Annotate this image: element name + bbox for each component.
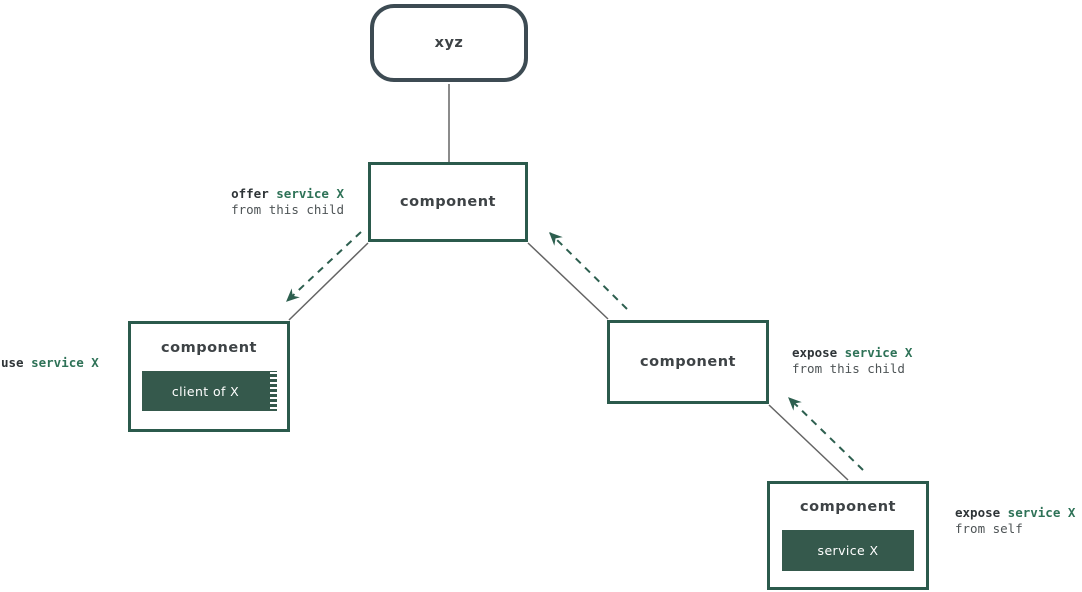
node-xyz: xyz <box>370 4 528 82</box>
node-component-right: component <box>607 320 769 404</box>
node-component-bottom: component service X <box>767 481 929 590</box>
node-right-label: component <box>640 354 736 370</box>
annotation-expose-self-line2: from self <box>955 521 1023 536</box>
node-component-parent: component <box>368 162 528 242</box>
client-of-x-box: client of X <box>141 371 277 411</box>
connector-parent-left <box>288 242 369 321</box>
connector-right-bottom <box>768 404 849 481</box>
node-xyz-label: xyz <box>434 35 464 51</box>
node-parent-label: component <box>400 194 496 210</box>
annotation-expose-child-line2: from this child <box>792 361 905 376</box>
annotation-offer-line2: from this child <box>231 202 344 217</box>
service-x-label: service X <box>817 543 879 558</box>
connector-parent-right <box>527 242 609 320</box>
dashed-arrow-offer-to-left-child <box>286 231 362 302</box>
dashed-arrow-expose-to-parent <box>549 232 628 310</box>
client-of-x-label: client of X <box>171 383 240 399</box>
dashed-arrow-expose-to-right <box>788 397 864 471</box>
node-left-label: component <box>161 340 257 356</box>
provided-interface-teeth-icon <box>269 372 277 410</box>
node-bottom-label: component <box>800 499 896 515</box>
service-x-box: service X <box>782 530 914 571</box>
node-component-left: component client of X <box>128 321 290 432</box>
